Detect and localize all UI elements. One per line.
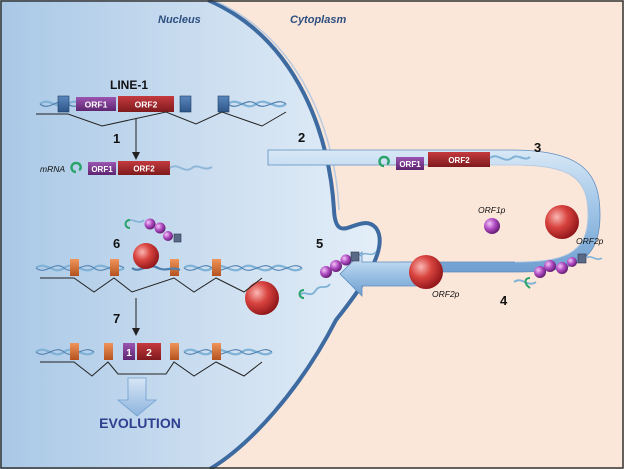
step-5-number: 5	[316, 236, 323, 251]
line1-genomic-element: LINE-1 ORF1 ORF2	[36, 78, 287, 127]
step6-orf2p-square	[173, 233, 182, 243]
rnp-orf1p-4	[567, 257, 577, 267]
mrna-orf2-label: ORF2	[133, 165, 155, 174]
nucleus-region	[0, 0, 380, 469]
step-6-number: 6	[113, 236, 120, 251]
mrna-orf1-box	[88, 162, 116, 175]
rnp-orf1p-2	[544, 260, 556, 272]
rnp-orf2p-square	[577, 253, 587, 264]
flank-box-right	[217, 95, 230, 113]
step6-rnp-complex	[124, 218, 182, 243]
ribosome-bottom	[409, 255, 443, 289]
step7-exon-4	[212, 343, 221, 360]
step6-exon-3	[170, 259, 179, 276]
step7-insert-orf1-box	[123, 343, 135, 360]
step6-insertion-strand	[131, 265, 181, 272]
splicing-lines	[36, 111, 287, 127]
exported-orf1-label: ORF1	[399, 160, 421, 169]
step7-inserted-dna: 1 2	[35, 343, 273, 377]
step7-arrowhead	[132, 328, 140, 336]
rnp-complex-step5	[298, 251, 377, 299]
step7-exon-1	[70, 343, 79, 360]
mrna-orf1-label: ORF1	[91, 165, 113, 174]
nucleus-label: Nucleus	[158, 14, 201, 26]
nuclear-mrna: mRNA ORF1 ORF2	[40, 161, 213, 175]
step6-exon-2	[110, 259, 119, 276]
step6-splicing-lines	[40, 277, 263, 293]
ribosome-right	[545, 205, 579, 239]
line1-orf2-label: ORF2	[135, 100, 158, 110]
step7-exon-3	[170, 343, 179, 360]
step7-exon-2	[104, 343, 113, 360]
exported-orf2-box	[428, 152, 490, 167]
rnp-orf1p-1	[534, 266, 546, 278]
export-pathway	[267, 149, 601, 297]
cytoplasm-label: Cytoplasm	[290, 14, 346, 26]
orf2p-label-right: ORF2p	[576, 236, 604, 246]
exported-mrna: ORF1 ORF2	[378, 152, 531, 170]
step5-orf1p-1	[320, 266, 332, 278]
tube-inner-edge	[430, 164, 589, 263]
step1-arrowhead	[132, 152, 140, 160]
rnp-orf1p-3	[556, 262, 568, 274]
step5-tail	[359, 251, 377, 257]
flank-box-left	[57, 95, 70, 113]
orf1p-protein-icon	[484, 218, 500, 234]
exported-orf1-box	[396, 157, 424, 170]
step-4-number: 4	[500, 293, 508, 308]
step5-orf1p-3	[340, 254, 352, 266]
step6-cap-icon	[124, 219, 131, 229]
flank-box-mid	[179, 95, 192, 113]
membrane-highlight	[212, 0, 340, 211]
rnp-cap-icon	[524, 277, 531, 289]
exported-mrna-cap-icon	[378, 155, 390, 168]
exported-mrna-tail	[489, 155, 531, 161]
step5-orf2p-square	[350, 251, 360, 262]
mrna-cap-icon	[70, 161, 82, 174]
step7-insert-orf2-label: 2	[146, 348, 152, 359]
step-2-number: 2	[298, 130, 305, 145]
step6-orf1p-3	[163, 231, 173, 241]
step5-orf1p-2	[330, 260, 342, 272]
step5-rna-strand	[299, 283, 331, 297]
line1-orf1-box	[76, 97, 116, 111]
orf1p-label: ORF1p	[478, 205, 506, 215]
evolution-arrow	[116, 377, 158, 417]
step7-dna-backbone	[35, 349, 273, 355]
step6-orf1p-2	[154, 222, 166, 234]
ribosome-nucleus	[245, 281, 279, 315]
step5-cap-icon	[298, 289, 305, 299]
mrna-orf2-box	[118, 161, 170, 175]
rnp-tail	[585, 256, 603, 260]
orf2p-label-bottom: ORF2p	[432, 289, 460, 299]
step6-exon-1	[70, 259, 79, 276]
step-3-number: 3	[534, 140, 541, 155]
exported-orf2-label: ORF2	[448, 156, 470, 165]
mrna-label: mRNA	[40, 164, 65, 174]
step6-orf1p-1	[144, 218, 156, 230]
line1-orf1-label: ORF1	[85, 100, 108, 110]
step7-insert-orf2-box	[137, 343, 161, 360]
rnp-complex-bottom	[513, 253, 603, 289]
step-1-number: 1	[113, 131, 120, 146]
step-7-number: 7	[113, 311, 120, 326]
step7-insert-orf1-label: 1	[126, 348, 132, 359]
step7-splicing-lines	[40, 361, 263, 377]
nuclear-membrane	[207, 0, 382, 469]
line1-orf2-box	[118, 96, 174, 112]
step6-exon-4	[212, 259, 221, 276]
line1-title: LINE-1	[110, 78, 148, 92]
step6-target-dna	[35, 259, 303, 293]
mrna-polya-tail	[169, 165, 213, 171]
evolution-label: EVOLUTION	[99, 415, 181, 431]
step6-ribosome	[133, 243, 159, 269]
